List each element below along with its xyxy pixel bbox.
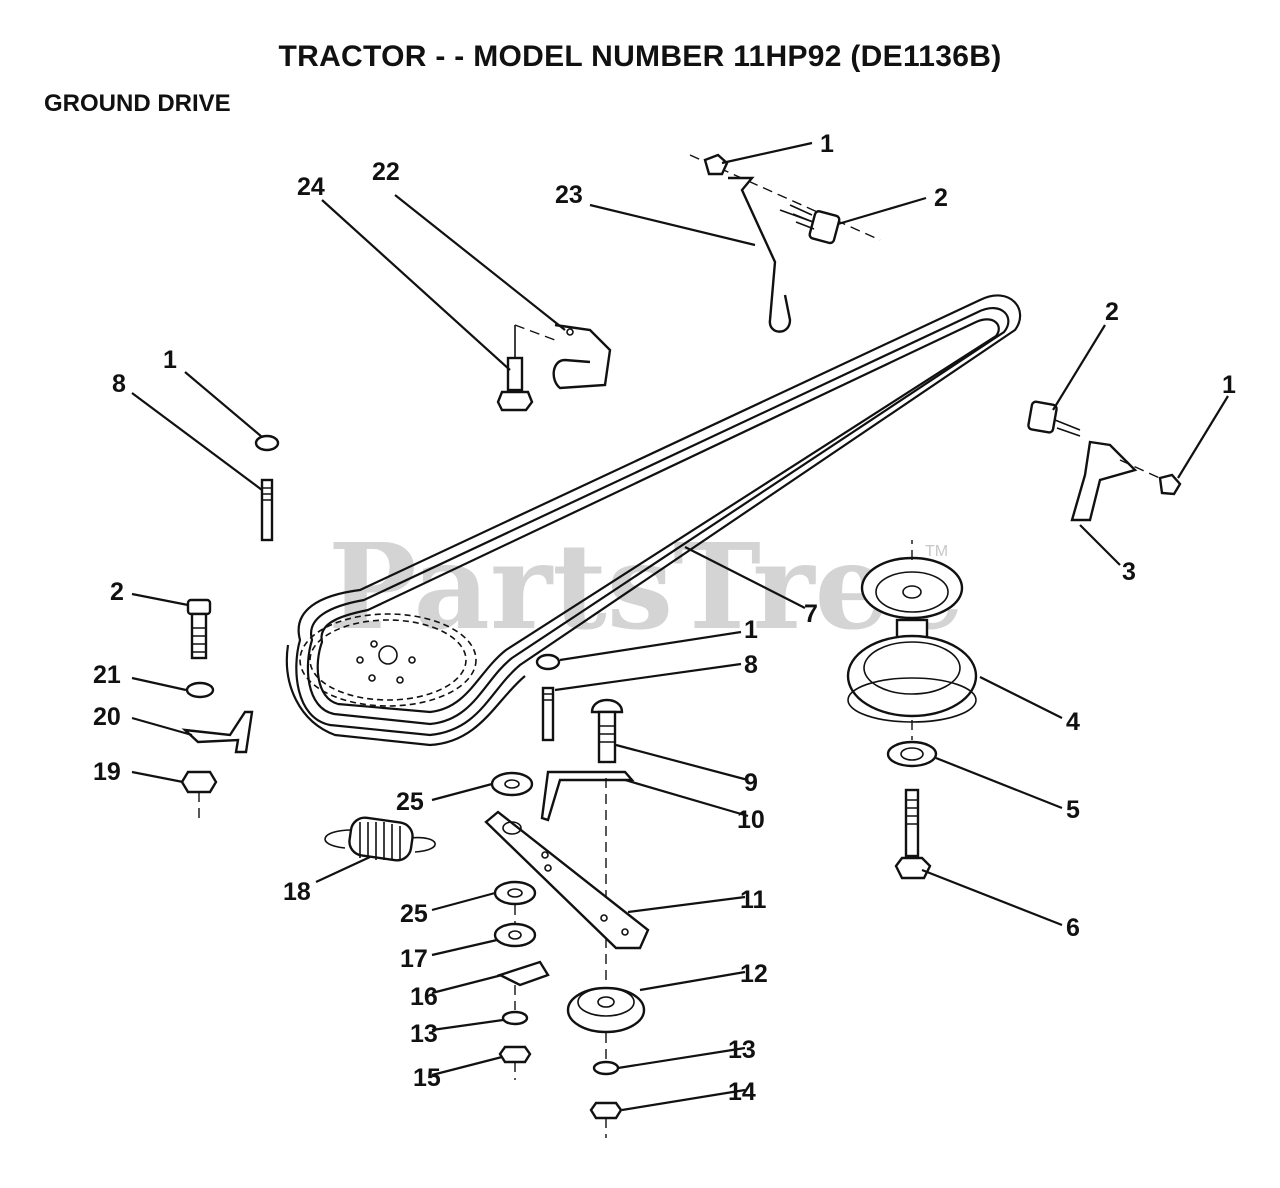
callout-24: 24: [297, 173, 325, 201]
callout-4: 4: [1066, 708, 1080, 736]
callout-9: 9: [744, 769, 758, 797]
callout-15: 15: [413, 1064, 441, 1092]
watermark-tm: TM: [925, 543, 948, 560]
callout-22: 22: [372, 158, 400, 186]
callout-3: 3: [1122, 558, 1136, 586]
callout-25: 25: [400, 900, 428, 928]
callout-1: 1: [163, 346, 177, 374]
callout-8: 8: [744, 651, 758, 679]
callout-1: 1: [820, 130, 834, 158]
callout-17: 17: [400, 945, 428, 973]
callout-labels: 1 2 23 22 24 2 1 3 1 8 2 21 20 19 7 1 8 …: [93, 130, 1236, 1106]
callout-11: 11: [740, 886, 767, 914]
callout-2: 2: [1105, 298, 1119, 326]
engine-pulley: [299, 613, 477, 707]
callout-1: 1: [744, 616, 758, 644]
idler-pulley-12: [566, 986, 646, 1138]
callout-20: 20: [93, 703, 121, 731]
callout-14: 14: [728, 1078, 756, 1106]
callout-2: 2: [934, 184, 948, 212]
belt-guide-bracket-3: [1027, 400, 1182, 522]
callout-19: 19: [93, 758, 121, 786]
callout-7: 7: [804, 600, 818, 628]
arm-and-spring: [324, 771, 650, 1080]
callout-8: 8: [112, 370, 126, 398]
callout-23: 23: [555, 181, 583, 209]
callout-10: 10: [737, 806, 765, 834]
watermark-text: PartsTree: [328, 517, 965, 656]
belt-guide-22: [496, 323, 612, 412]
callout-16: 16: [410, 983, 438, 1011]
stud-assembly-left: [254, 434, 280, 542]
callout-1: 1: [1222, 371, 1236, 399]
idler-arm-assembly: [540, 698, 635, 985]
idler-pulley-4: [846, 540, 978, 880]
callout-13: 13: [410, 1020, 438, 1048]
leader-lines: [131, 141, 1229, 1112]
callout-21: 21: [93, 661, 121, 689]
callout-5: 5: [1066, 796, 1080, 824]
callout-13: 13: [728, 1036, 756, 1064]
callout-25: 25: [396, 788, 424, 816]
callout-2: 2: [110, 578, 124, 606]
callout-12: 12: [740, 960, 768, 988]
section-title: GROUND DRIVE: [44, 90, 231, 117]
diagram-title: TRACTOR - - MODEL NUMBER 11HP92 (DE1136B…: [278, 40, 1002, 73]
stud-assembly-center: [535, 653, 561, 742]
drive-belt: [285, 294, 1022, 747]
callout-6: 6: [1066, 914, 1080, 942]
belt-guide-bracket-23: [689, 153, 881, 333]
callout-18: 18: [283, 878, 311, 906]
left-fastener-stack: [180, 598, 254, 818]
